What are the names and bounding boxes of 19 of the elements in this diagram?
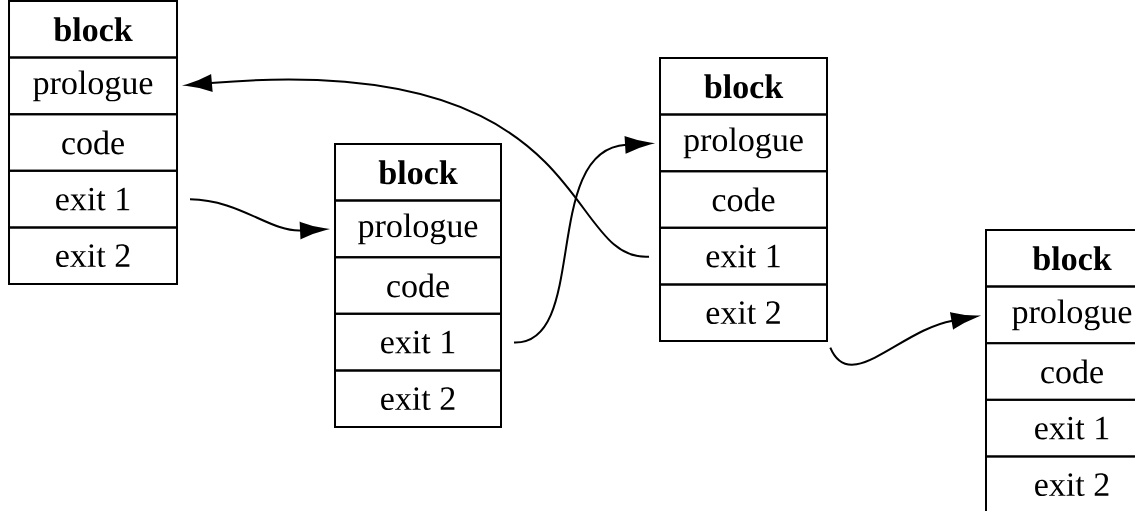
table-cell: code — [8, 113, 178, 172]
table-cell: prologue — [659, 113, 828, 173]
table-cell: code — [659, 170, 828, 229]
header-cell: block — [659, 57, 828, 116]
table-cell: exit 2 — [659, 283, 828, 342]
table-cell: exit 2 — [8, 226, 178, 285]
header-cell: block — [8, 0, 178, 59]
table-cell: prologue — [985, 285, 1135, 345]
table-cell: exit 2 — [334, 369, 502, 428]
table-cell: exit 1 — [985, 398, 1135, 458]
table-cell: exit 1 — [659, 226, 828, 286]
table-cell: exit 1 — [334, 312, 502, 372]
table-cell: code — [334, 256, 502, 315]
table-cell: code — [985, 342, 1135, 401]
table-cell: exit 1 — [8, 169, 178, 229]
arrow — [829, 312, 978, 366]
table-cell: exit 2 — [985, 455, 1135, 511]
header-cell: block — [985, 229, 1135, 288]
table-cell: prologue — [8, 56, 178, 116]
